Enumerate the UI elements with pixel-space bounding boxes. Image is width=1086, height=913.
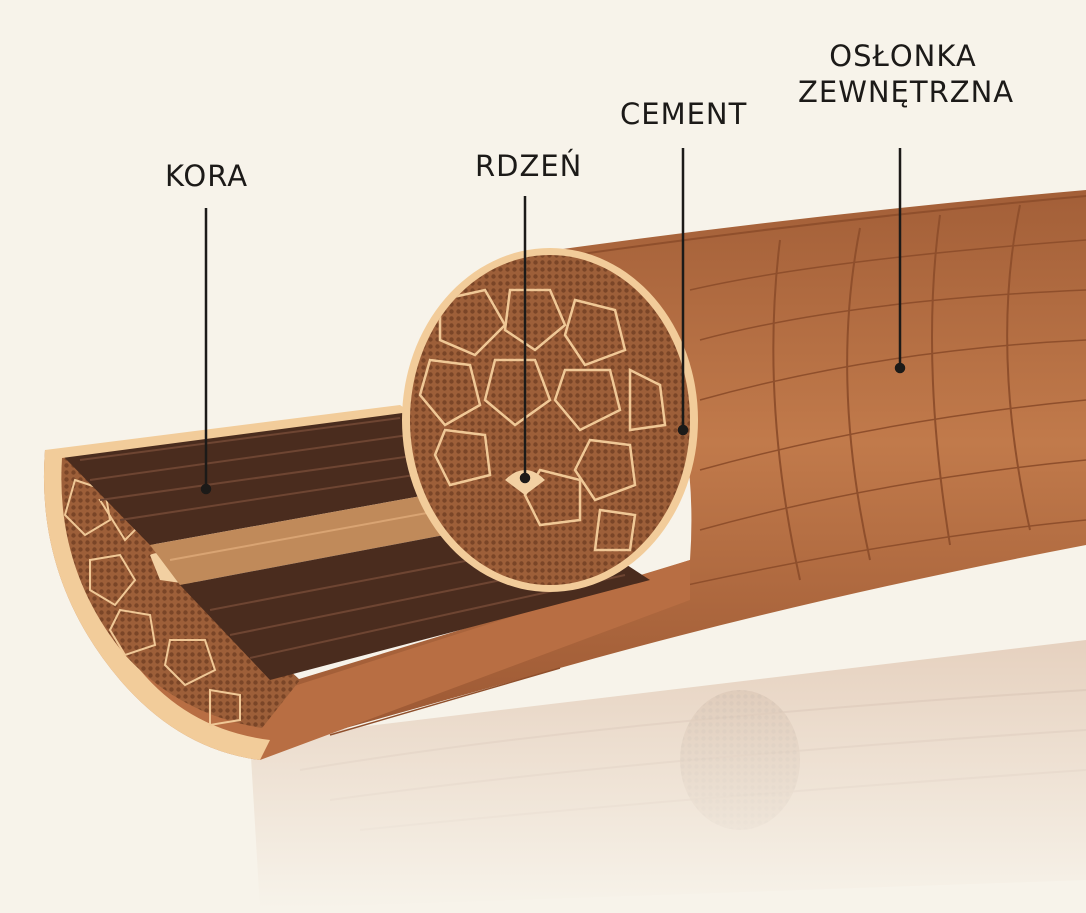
- label-oslonka-zewnetrzna: OSŁONKA ZEWNĘTRZNA: [798, 38, 1015, 110]
- oslonka-dot: [894, 362, 906, 374]
- kora-dot: [200, 483, 212, 495]
- rdzen-dot: [519, 472, 531, 484]
- label-cement: CEMENT: [620, 97, 748, 131]
- lower-half-tube: [43, 450, 690, 760]
- right-cross-section: [402, 248, 698, 592]
- label-oslonka-line1: OSŁONKA: [829, 39, 977, 73]
- cement-dot: [677, 424, 689, 436]
- label-kora: KORA: [165, 159, 249, 193]
- label-oslonka-line2: ZEWNĘTRZNA: [798, 75, 1015, 109]
- cement-rim-left: [43, 450, 270, 760]
- leader-lines: [200, 148, 906, 495]
- label-rdzen: RDZEŃ: [475, 149, 583, 183]
